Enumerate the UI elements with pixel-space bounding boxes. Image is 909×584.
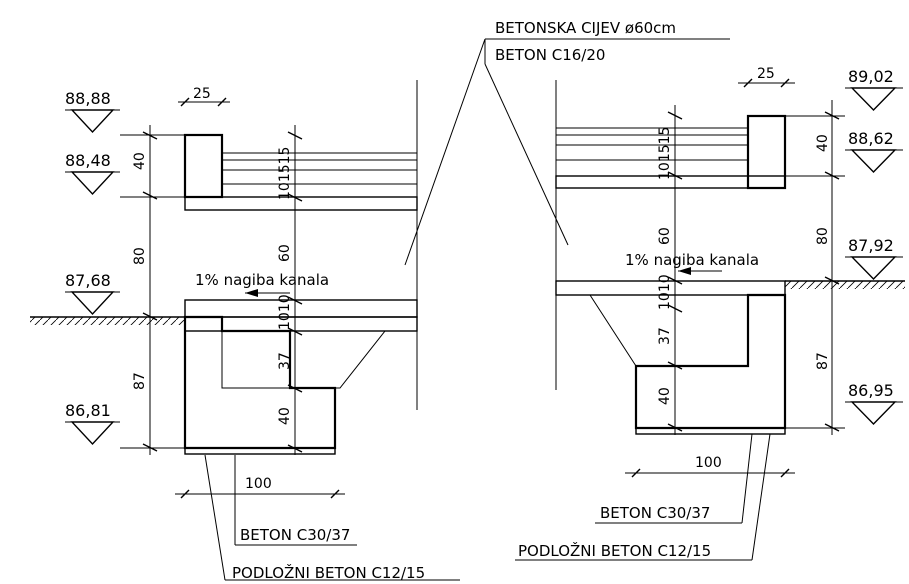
left-top-width: 25	[193, 86, 211, 102]
pipe-label: BETONSKA CIJEV ø60cm BETON C16/20	[404, 19, 730, 266]
pipe-concrete-label: BETON C16/20	[495, 46, 605, 64]
right-slope-label: 1% nagiba kanala	[625, 251, 759, 269]
left-bottom-slab	[184, 299, 418, 318]
left-base-block	[183, 315, 337, 450]
left-ground	[30, 317, 185, 325]
pipe-label-text: BETONSKA CIJEV ø60cm	[495, 19, 676, 37]
left-base-layers-dim: 1010	[277, 294, 293, 330]
left-level-2: 88,48	[65, 151, 111, 170]
left-inner-40: 40	[277, 407, 293, 425]
right-bottom-width: 100	[695, 455, 722, 471]
left-dim-87: 87	[132, 372, 148, 390]
right-dim-87: 87	[815, 352, 831, 370]
right-level-2: 88,62	[848, 129, 894, 148]
left-top-slab	[184, 196, 418, 211]
right-level-1: 89,02	[848, 67, 894, 86]
right-dim-40: 40	[815, 134, 831, 152]
left-slope-label: 1% nagiba kanala	[195, 271, 329, 289]
left-level-3: 87,68	[65, 271, 111, 290]
left-level-1: 88,88	[65, 89, 111, 108]
right-base-block	[634, 293, 787, 430]
right-lean-concrete	[635, 427, 786, 435]
left-concrete-label: BETON C30/37	[240, 526, 350, 544]
left-bottom-width: 100	[245, 476, 272, 492]
right-layers-dim: 101515	[657, 127, 673, 180]
left-inner-60: 60	[277, 244, 293, 262]
right-inner-60: 60	[657, 227, 673, 245]
right-concrete-label: BETON C30/37	[600, 504, 710, 522]
right-level-3: 87,92	[848, 236, 894, 255]
left-channel-fill	[221, 330, 387, 389]
right-dim-80: 80	[815, 227, 831, 245]
right-level-4: 86,95	[848, 381, 894, 400]
right-section: 40 80 87 101515 60 1010 37 40 25 100 89,…	[515, 66, 905, 561]
right-level-markers: 89,02 88,62 87,92 86,95	[845, 67, 903, 426]
right-top-wall	[746, 114, 787, 190]
left-dim-40: 40	[132, 152, 148, 170]
right-inner-37: 37	[657, 327, 673, 345]
left-lean-concrete	[184, 447, 336, 455]
right-base-label: PODLOŽNI BETON C12/15	[518, 541, 711, 560]
right-base-layers-dim: 1010	[657, 274, 673, 310]
right-ground	[785, 281, 905, 289]
left-section: 40 80 87 101515 60 1010 37 40 25 100 88,…	[30, 80, 460, 582]
left-base-label: PODLOŽNI BETON C12/15	[232, 563, 425, 582]
left-level-markers: 88,88 88,48 87,68 86,81	[65, 89, 120, 446]
left-dim-80: 80	[132, 247, 148, 265]
right-top-width: 25	[757, 66, 775, 82]
left-layers-dim: 101515	[277, 147, 293, 200]
left-inner-37: 37	[277, 352, 293, 370]
right-inner-40: 40	[657, 387, 673, 405]
left-top-wall	[183, 133, 224, 199]
left-level-4: 86,81	[65, 401, 111, 420]
